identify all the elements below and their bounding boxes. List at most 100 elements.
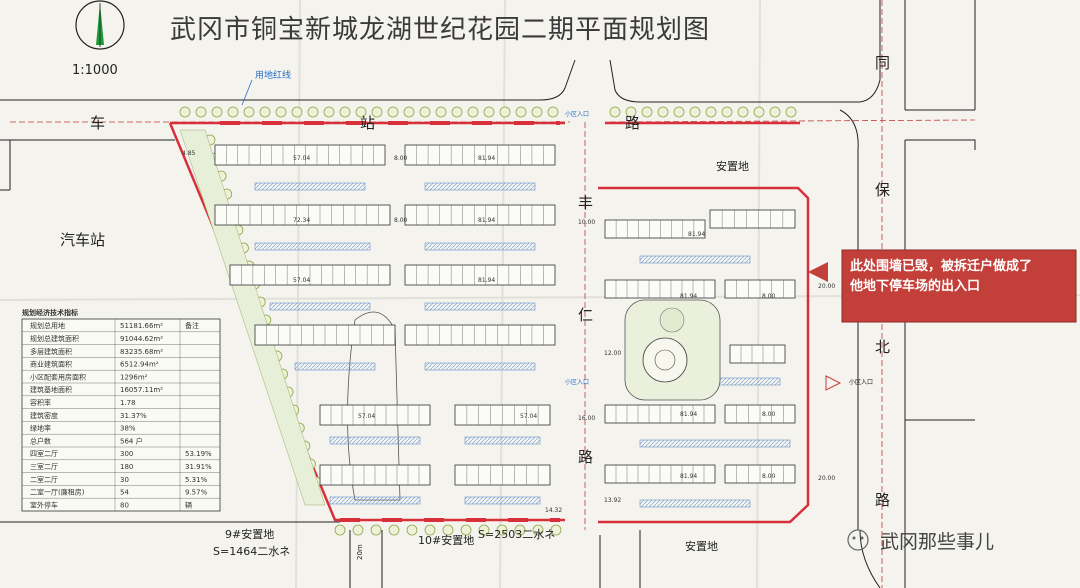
- tree-icon: [388, 524, 400, 536]
- parking-strip: [639, 499, 751, 508]
- callout-line2: 他地下停车场的出入口: [849, 278, 980, 294]
- north-arrow-icon: [75, 0, 125, 50]
- parking-strip: [329, 496, 421, 505]
- entrance-label: 小区入口: [849, 378, 873, 386]
- dim-label: 81.94: [478, 277, 495, 284]
- tree-icon: [387, 106, 399, 118]
- table-cell-label: 容积率: [30, 398, 51, 407]
- building-block: [404, 324, 556, 346]
- tree-icon: [550, 524, 562, 536]
- land9-area: S=1464二水ネ: [213, 545, 290, 558]
- table-cell-label: 总户数: [30, 436, 51, 445]
- resettle-bottom-label: 安置地: [685, 539, 718, 553]
- callout-arrow-icon: [808, 262, 828, 282]
- tree-icon: [243, 106, 255, 118]
- watermark-text: 武冈那些事儿: [880, 531, 994, 553]
- tree-icon: [657, 106, 669, 118]
- tree-icon: [291, 106, 303, 118]
- dim-label: 57.04: [293, 277, 310, 284]
- dimension-labels: 8.00 8.00 10.00 12.00 20.00 20.00 16.00 …: [182, 150, 835, 514]
- callout-box: [841, 249, 1077, 323]
- tree-icon: [531, 106, 543, 118]
- parking-strip: [424, 362, 536, 371]
- parking-strip: [639, 255, 751, 264]
- table-cell-value: 1.78: [120, 399, 136, 407]
- parking-strip: [464, 496, 541, 505]
- tree-icon: [307, 106, 319, 118]
- table-cell-value: 1296m²: [120, 373, 148, 381]
- building-block: [724, 464, 796, 484]
- tree-icon: [673, 106, 685, 118]
- tree-icon: [259, 106, 271, 118]
- parking-strip: [424, 182, 536, 191]
- road-lines: [0, 0, 976, 588]
- road-char: 路: [625, 114, 640, 132]
- building-block: [229, 264, 391, 286]
- dim-label: 20.00: [818, 283, 835, 290]
- tree-icon: [451, 106, 463, 118]
- tree-icon: [195, 106, 207, 118]
- table-cell-label: 建筑密度: [30, 411, 58, 420]
- bus-station-label: 汽车站: [60, 231, 105, 249]
- tree-icon: [478, 524, 490, 536]
- table-cell-value: 31.37%: [120, 412, 147, 420]
- land9-label: 9#安置地: [225, 527, 274, 541]
- table-cell-label: 建筑基地面积: [30, 385, 72, 394]
- road-char: 北: [875, 338, 890, 356]
- boundary-leader: [241, 79, 253, 106]
- parking-strip: [254, 242, 371, 251]
- wechat-icon: [847, 529, 869, 551]
- boundary-label: 用地红线: [255, 69, 291, 81]
- table-cell-extra: 53.19%: [185, 450, 212, 458]
- tree-icon: [403, 106, 415, 118]
- tree-icon: [785, 106, 797, 118]
- tree-icon: [435, 106, 447, 118]
- tree-icon: [496, 524, 508, 536]
- road-char: 保: [875, 181, 890, 199]
- parking-strip: [424, 242, 536, 251]
- building-block: [319, 404, 431, 426]
- dim-label: 81.94: [680, 473, 697, 480]
- parking-strip: [254, 182, 366, 191]
- parking-strip: [424, 302, 536, 311]
- building-block: [724, 279, 796, 299]
- table-cell-value: 30: [120, 476, 129, 484]
- tree-icon: [406, 524, 418, 536]
- table-cell-value: 80: [120, 501, 129, 509]
- table-cell-label: 三室二厅: [30, 462, 58, 471]
- table-cell-value: 180: [120, 463, 133, 471]
- building-block: [604, 219, 706, 239]
- tree-icon: [514, 524, 526, 536]
- central-garden: [624, 299, 721, 401]
- dim-label: 10.00: [578, 219, 595, 226]
- table-cell-extra: 备注: [185, 321, 199, 330]
- dim-label: 57.04: [520, 413, 537, 420]
- tree-icon: [609, 106, 621, 118]
- parking-strip: [269, 302, 371, 311]
- tree-icon: [355, 106, 367, 118]
- dim-label: 72.34: [293, 217, 310, 224]
- road-char: 路: [875, 491, 890, 509]
- building-block: [604, 279, 716, 299]
- table-cell-value: 51181.66m²: [120, 322, 163, 330]
- watermark: 武冈那些事儿: [847, 529, 994, 553]
- tree-icon: [625, 106, 637, 118]
- tree-icon: [275, 106, 287, 118]
- dim-label: 8.00: [762, 411, 776, 418]
- parking-strip: [639, 439, 791, 448]
- tree-icon: [371, 106, 383, 118]
- table-cell-label: 小区配套用房面积: [30, 372, 86, 381]
- dim-label: 8.00: [762, 473, 776, 480]
- tree-icon: [323, 106, 335, 118]
- tree-icon: [352, 524, 364, 536]
- table-cell-value: 54: [120, 489, 129, 497]
- table-cell-value: 564 户: [120, 436, 143, 445]
- entrance-label: 小区入口: [565, 110, 589, 118]
- road-char: 车: [90, 114, 105, 132]
- land10-label: 10#安置地: [418, 533, 474, 547]
- building-block: [254, 324, 396, 346]
- tree-icon: [227, 106, 239, 118]
- tree-icon: [483, 106, 495, 118]
- building-block: [404, 264, 556, 286]
